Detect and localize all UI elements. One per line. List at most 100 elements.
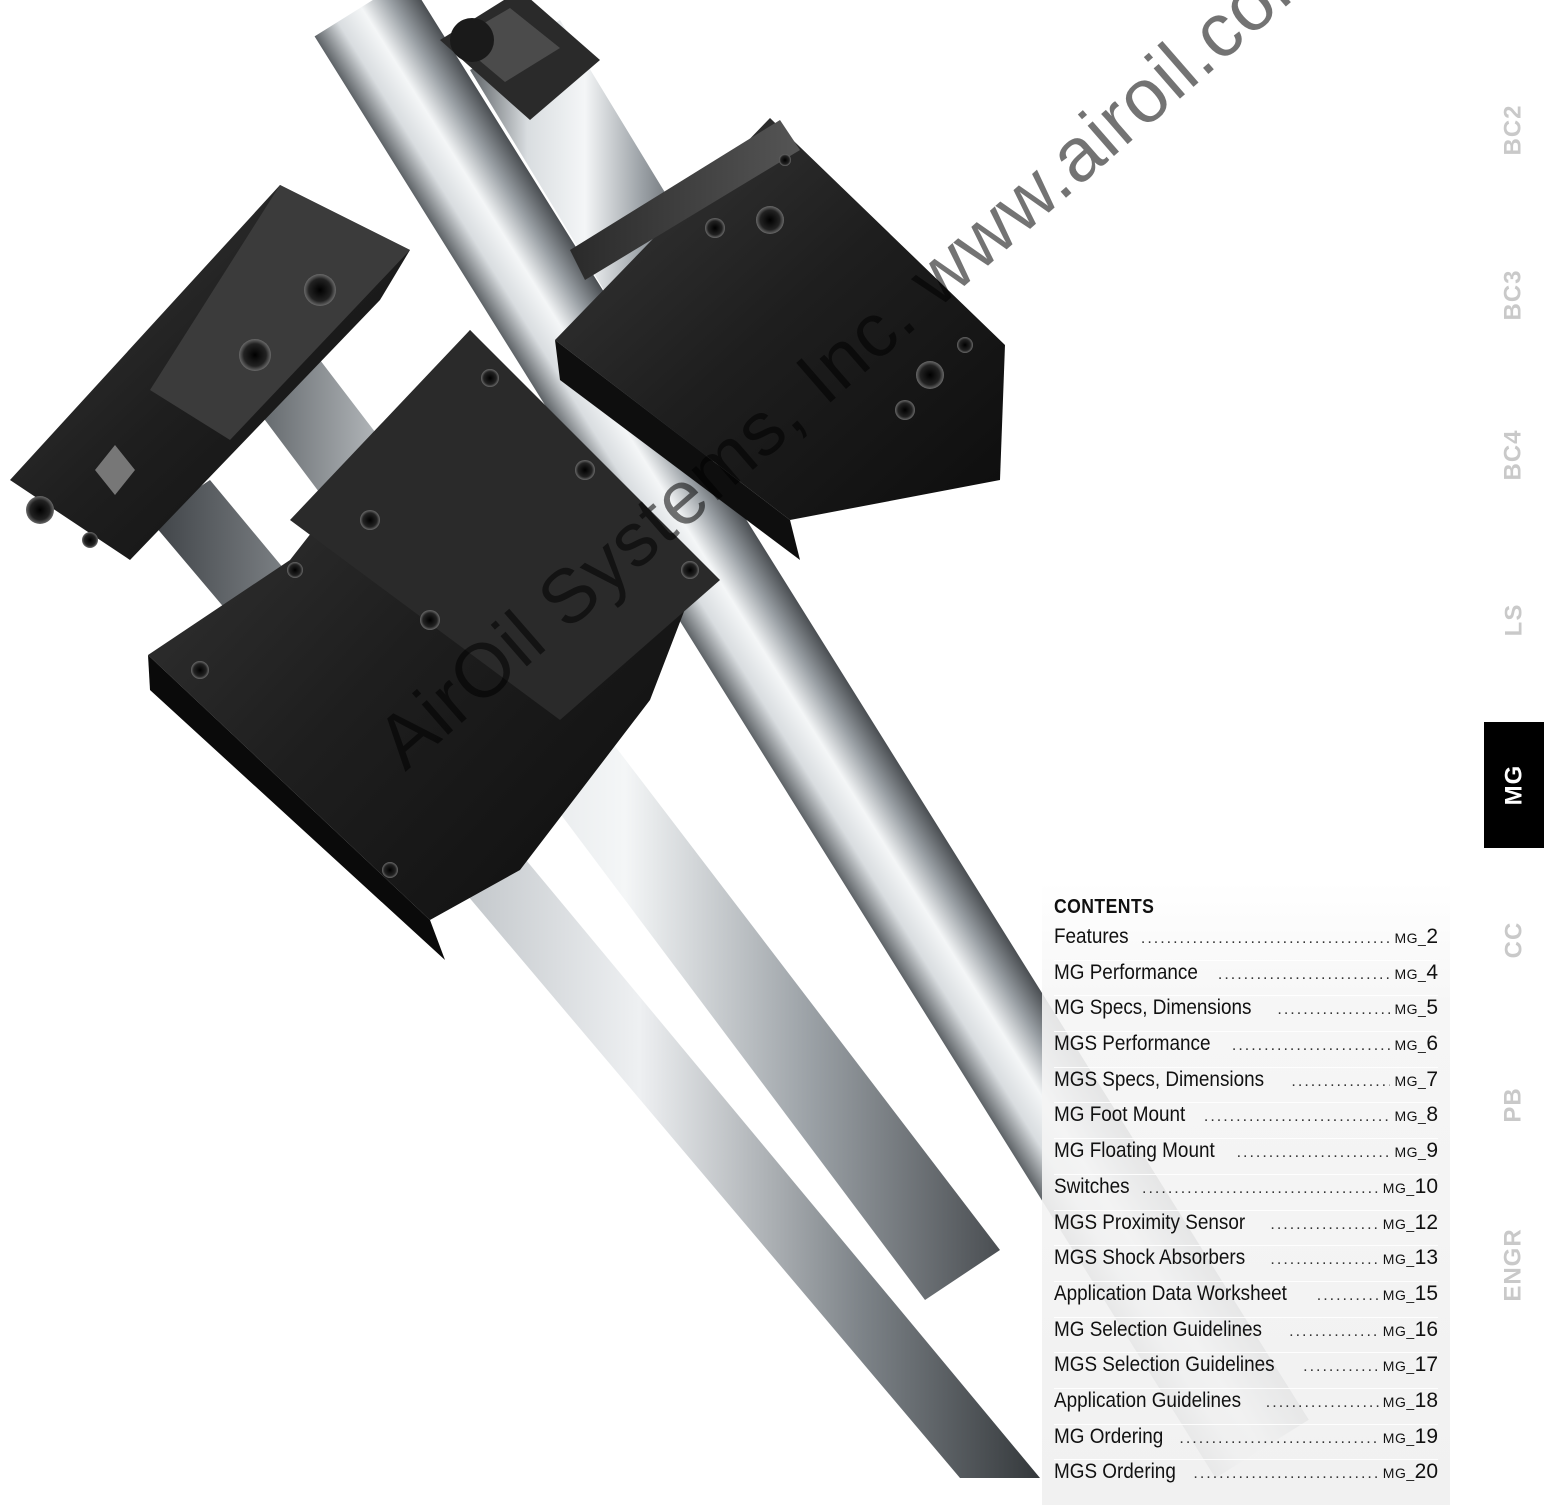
toc-entry-title: MGS Performance: [1054, 1032, 1211, 1056]
side-tab-bc3[interactable]: BC3: [1484, 235, 1544, 355]
toc-entry-page: MG_2: [1394, 925, 1438, 949]
side-tab-cc[interactable]: CC: [1484, 880, 1544, 1000]
toc-page-prefix: MG_: [1382, 1358, 1415, 1375]
toc-entry[interactable]: Switches MG_10: [1054, 1173, 1438, 1210]
side-tab-label: PB: [1500, 1087, 1527, 1123]
toc-leader-dots: [1179, 1430, 1378, 1448]
toc-page-number: 4: [1426, 960, 1438, 984]
toc-page-number: 2: [1426, 925, 1438, 948]
toc-leader-dots: [1303, 1358, 1379, 1376]
side-tab-engr[interactable]: ENGR: [1484, 1205, 1544, 1325]
toc-entry-title: MG Foot Mount: [1054, 1103, 1186, 1127]
toc-page-number: 20: [1414, 1460, 1438, 1484]
toc-page-number: 15: [1414, 1281, 1438, 1305]
toc-entry[interactable]: MG Ordering MG_19: [1054, 1423, 1438, 1460]
toc-entry-page: MG_15: [1383, 1282, 1438, 1306]
side-tab-pb[interactable]: PB: [1484, 1045, 1544, 1165]
toc-leader-dots: [1204, 1108, 1391, 1126]
toc-page-number: 17: [1414, 1353, 1438, 1377]
left-mounting-plate: [10, 185, 410, 560]
toc-page-prefix: MG_: [1394, 1001, 1427, 1018]
toc-leader-dots: [1317, 1287, 1379, 1305]
toc-list: FeaturesMG_2MG PerformanceMG_4MG Specs, …: [1054, 925, 1438, 1495]
toc-entry-title: MG Performance: [1054, 960, 1198, 984]
side-tab-bc4[interactable]: BC4: [1484, 395, 1544, 515]
toc-page-prefix: MG_: [1382, 1393, 1415, 1410]
toc-entry[interactable]: MGS Performance MG_6: [1054, 1031, 1438, 1067]
toc-entry-title: MG Specs, Dimensions: [1054, 996, 1252, 1020]
toc-entry-page: MG_10: [1383, 1175, 1438, 1199]
toc-page-prefix: MG_: [1382, 1429, 1415, 1446]
toc-entry[interactable]: MG Specs, Dimensions MG_5: [1054, 995, 1438, 1031]
toc-page-number: 12: [1414, 1210, 1438, 1234]
toc-leader-dots: [1218, 966, 1391, 984]
toc-entry-page: MG_12: [1383, 1211, 1438, 1235]
toc-entry-title: MGS Ordering: [1054, 1460, 1176, 1484]
toc-page-prefix: MG_: [1382, 1465, 1415, 1482]
toc-entry-title: MG Selection Guidelines: [1054, 1317, 1263, 1341]
contents-heading: CONTENTS: [1054, 896, 1155, 918]
toc-entry-page: MG_13: [1383, 1246, 1438, 1270]
toc-entry[interactable]: Application Guidelines MG_18: [1054, 1387, 1438, 1424]
toc-page-number: 19: [1414, 1424, 1438, 1448]
side-tab-label: BC2: [1499, 104, 1527, 156]
toc-entry-title: Features: [1054, 925, 1129, 948]
toc-leader-dots: [1277, 1001, 1390, 1019]
toc-entry[interactable]: MGS Proximity Sensor MG_12: [1054, 1209, 1438, 1246]
side-tab-label: BC4: [1499, 429, 1527, 481]
side-tab-mg[interactable]: MG: [1484, 722, 1544, 848]
toc-page-prefix: MG_: [1394, 1144, 1427, 1161]
side-tab-label: BC3: [1499, 269, 1527, 321]
toc-entry-page: MG_8: [1394, 1103, 1438, 1127]
toc-page-prefix: MG_: [1394, 965, 1427, 982]
toc-leader-dots: [1193, 1465, 1378, 1483]
toc-entry-title: Switches: [1054, 1174, 1130, 1198]
toc-entry-title: MG Ordering: [1054, 1424, 1164, 1448]
toc-leader-dots: [1141, 930, 1391, 948]
toc-entry[interactable]: MG Performance MG_4: [1054, 959, 1438, 996]
toc-page-prefix: MG_: [1382, 1179, 1415, 1196]
toc-entry-page: MG_5: [1394, 996, 1438, 1020]
toc-page-prefix: MG_: [1394, 1108, 1427, 1125]
right-cylinder-block: [555, 118, 1005, 560]
toc-leader-dots: [1289, 1323, 1379, 1341]
toc-entry[interactable]: MGS Selection Guidelines MG_17: [1054, 1352, 1438, 1388]
toc-entry-page: MG_6: [1394, 1032, 1438, 1056]
toc-entry-title: MG Floating Mount: [1054, 1139, 1215, 1163]
toc-page-number: 18: [1414, 1388, 1438, 1412]
toc-entry-page: MG_4: [1394, 961, 1438, 985]
toc-entry-page: MG_19: [1383, 1425, 1438, 1449]
toc-entry-title: Application Guidelines: [1054, 1388, 1242, 1412]
toc-entry-title: MGS Specs, Dimensions: [1054, 1067, 1265, 1091]
toc-entry[interactable]: MGS Specs, Dimensions MG_7: [1054, 1066, 1438, 1103]
toc-leader-dots: [1232, 1037, 1391, 1055]
toc-page-prefix: MG_: [1394, 1037, 1427, 1054]
toc-entry[interactable]: MGS Ordering MG_20: [1054, 1459, 1438, 1495]
toc-entry-title: MGS Proximity Sensor: [1054, 1210, 1246, 1234]
side-tab-label: MG: [1499, 764, 1527, 806]
toc-entry-title: MGS Selection Guidelines: [1054, 1353, 1275, 1377]
side-tab-bc2[interactable]: BC2: [1484, 70, 1544, 190]
toc-entry-page: MG_7: [1394, 1068, 1438, 1092]
toc-leader-dots: [1237, 1144, 1391, 1162]
toc-page-number: 9: [1426, 1139, 1438, 1163]
toc-page-number: 10: [1414, 1174, 1438, 1198]
toc-entry[interactable]: MG Foot Mount MG_8: [1054, 1102, 1438, 1138]
side-tab-label: LS: [1499, 603, 1527, 637]
toc-entry[interactable]: Application Data WorksheetMG_15: [1054, 1280, 1438, 1317]
toc-entry[interactable]: MGS Shock Absorbers MG_13: [1054, 1245, 1438, 1281]
toc-entry-title: MGS Shock Absorbers: [1054, 1246, 1246, 1270]
side-tab-label: CC: [1499, 921, 1527, 959]
side-tab-ls[interactable]: LS: [1484, 560, 1544, 680]
toc-entry[interactable]: MG Selection GuidelinesMG_16: [1054, 1316, 1438, 1353]
toc-page-prefix: MG_: [1382, 1322, 1415, 1339]
toc-page-prefix: MG_: [1394, 930, 1427, 946]
toc-page-number: 5: [1426, 996, 1438, 1020]
toc-entry-page: MG_17: [1383, 1353, 1438, 1377]
toc-entry[interactable]: Features MG_2: [1054, 925, 1438, 960]
toc-page-number: 8: [1426, 1103, 1438, 1127]
toc-page-prefix: MG_: [1382, 1215, 1415, 1232]
toc-entry-page: MG_18: [1383, 1389, 1438, 1413]
toc-page-number: 7: [1426, 1067, 1438, 1091]
toc-entry[interactable]: MG Floating Mount MG_9: [1054, 1138, 1438, 1174]
